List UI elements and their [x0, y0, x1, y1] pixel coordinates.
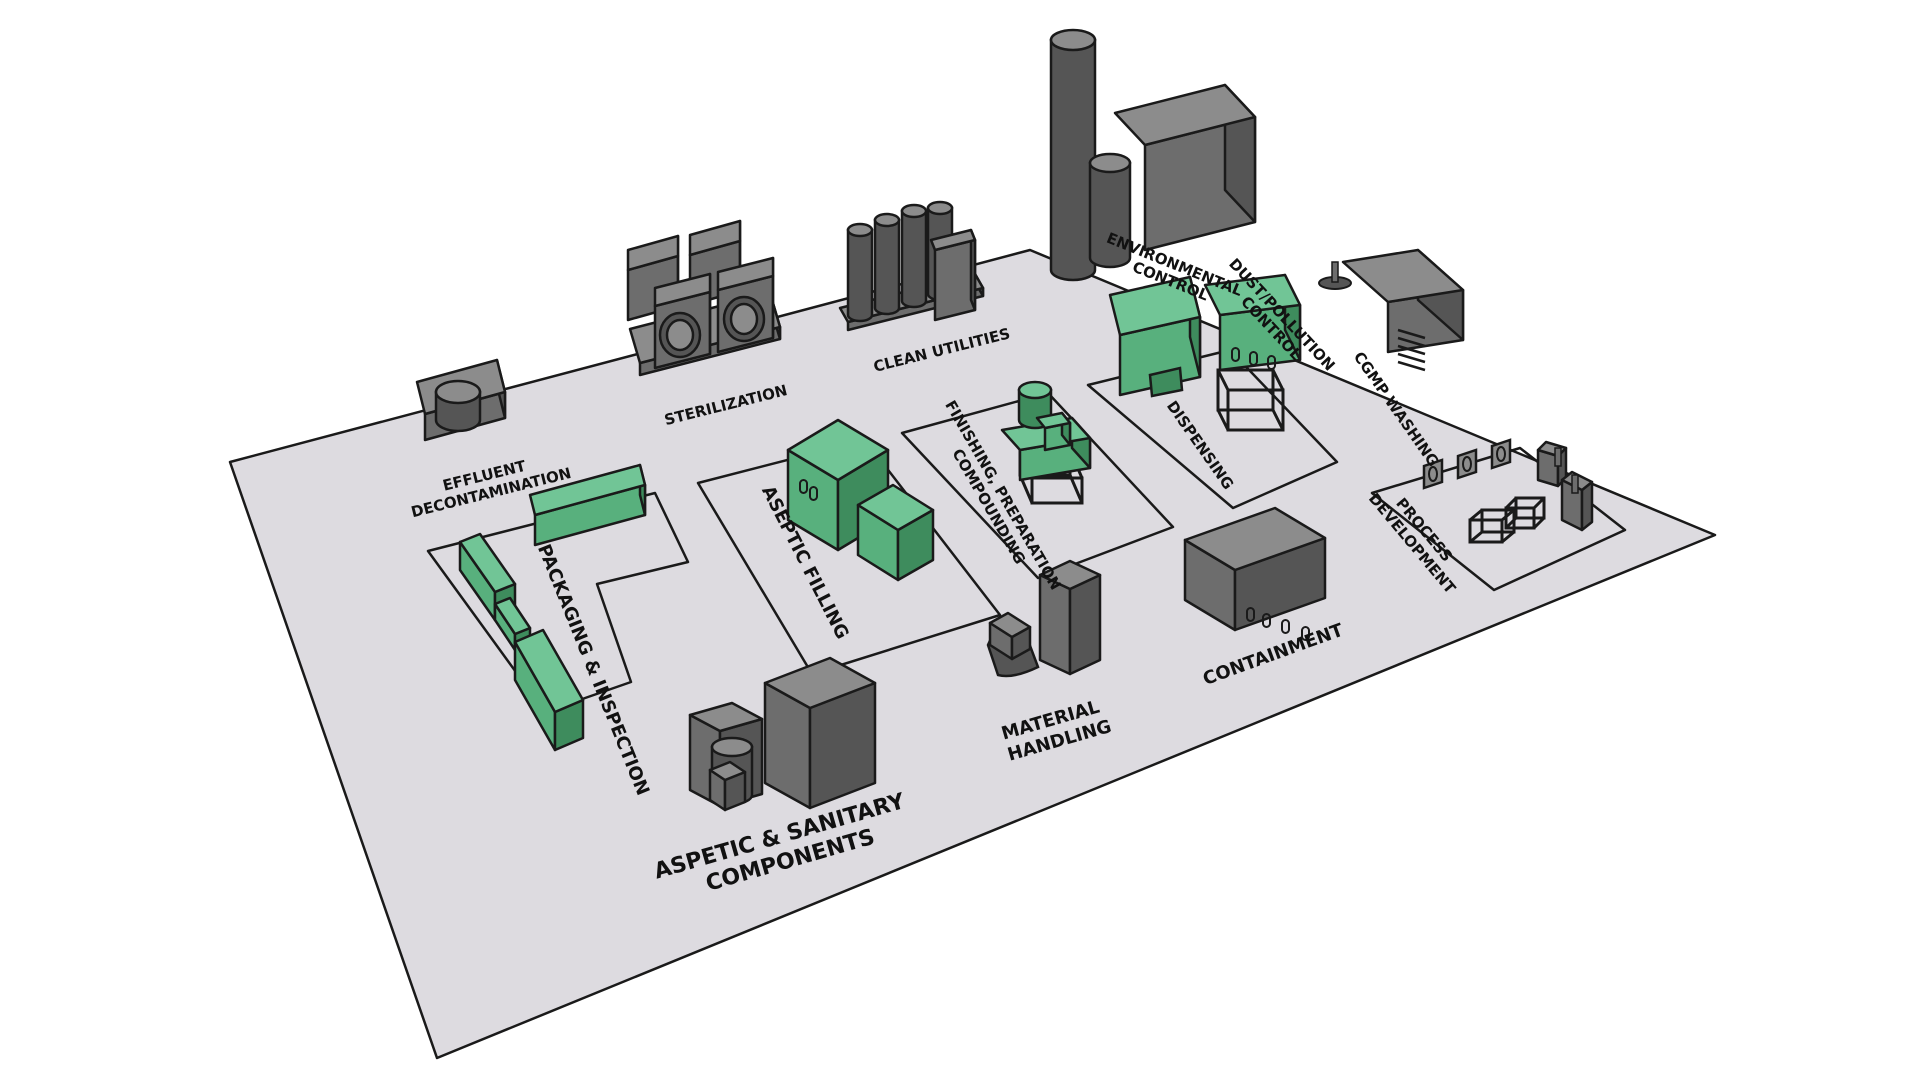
environmental-control	[1049, 28, 1257, 282]
dispensing-booths	[1108, 273, 1302, 432]
effluent-unit	[415, 358, 507, 442]
material-handling-unit	[986, 559, 1102, 678]
clean-utilities-tanks	[838, 200, 985, 332]
process-development-equipment	[1422, 438, 1594, 544]
sterilization-autoclaves	[626, 219, 782, 377]
aseptic-filling-line	[786, 418, 935, 582]
containment-isolator	[1183, 506, 1327, 641]
valve-post	[1318, 261, 1352, 290]
aseptic-sanitary-components	[688, 656, 877, 812]
zone-finishing	[900, 391, 1175, 580]
packaging-conveyor	[458, 463, 647, 752]
cgmp-washing-cabinet	[1341, 248, 1465, 372]
finishing-compounding-reactor	[1000, 380, 1092, 505]
